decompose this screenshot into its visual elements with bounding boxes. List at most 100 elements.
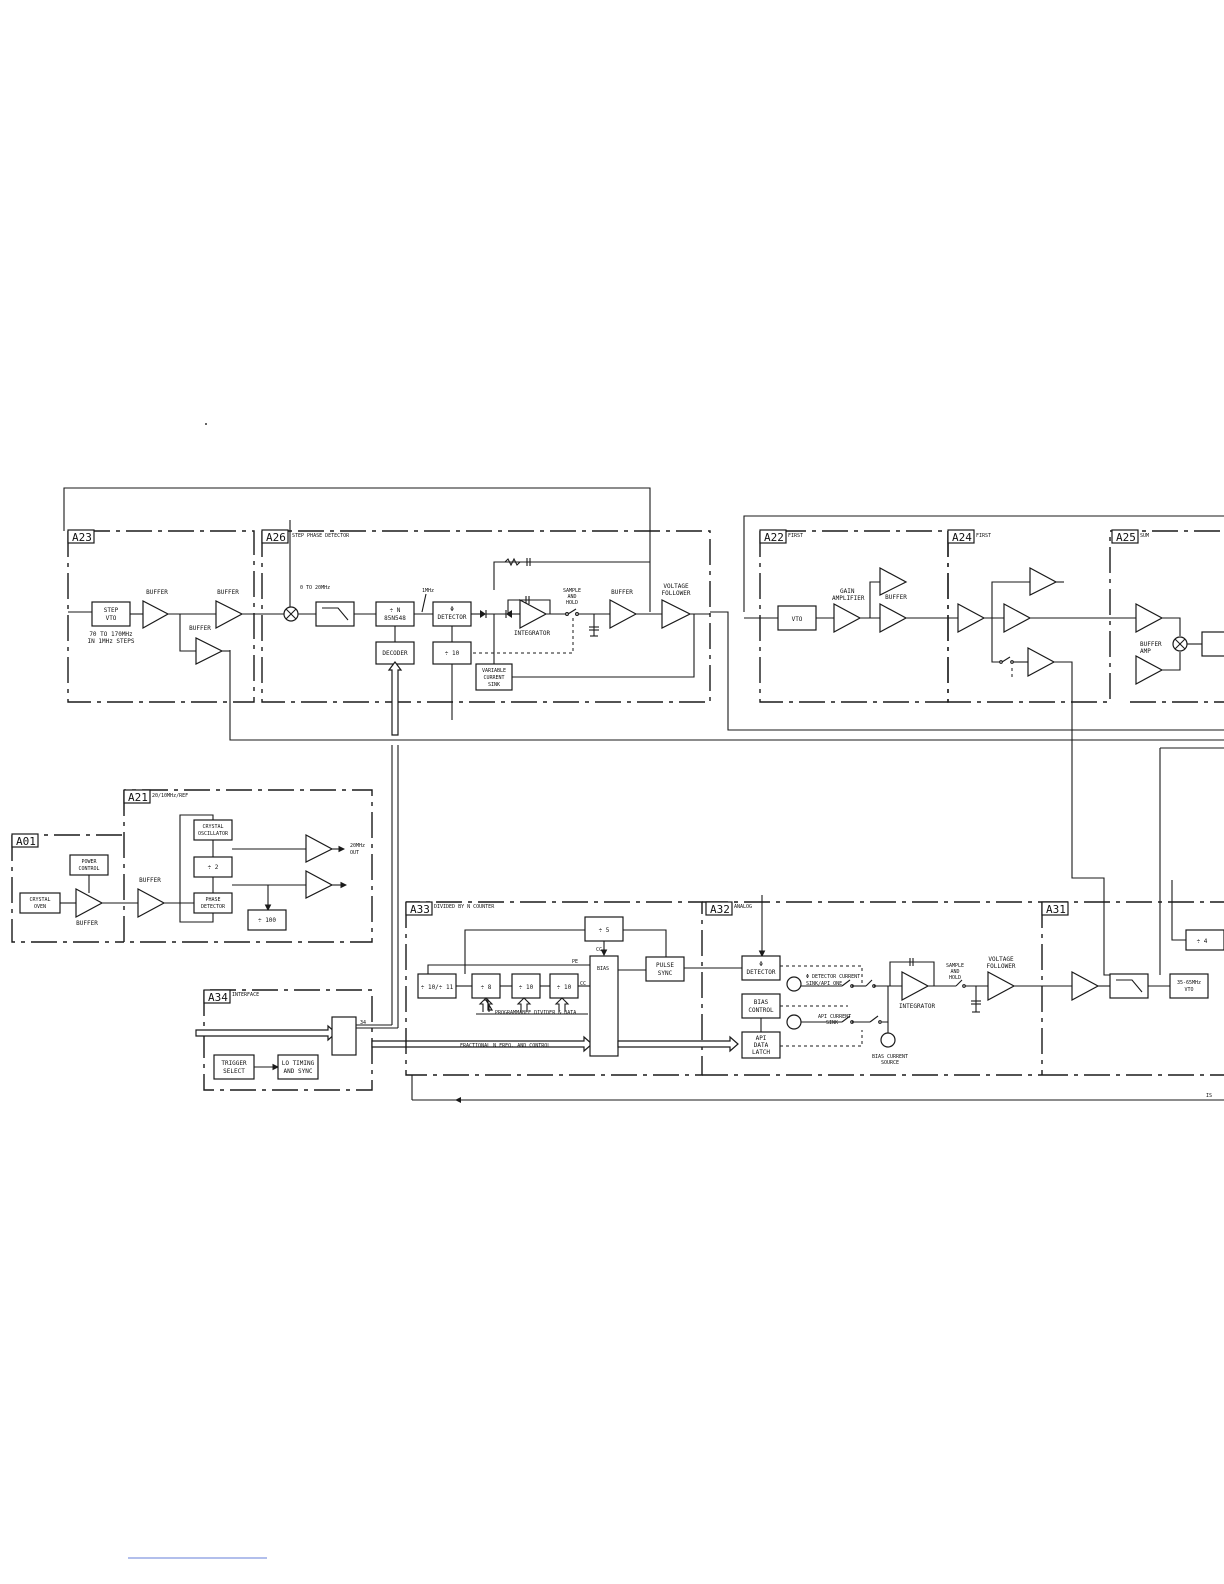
svg-text:BUFFER: BUFFER — [611, 589, 633, 596]
svg-text:÷ 8: ÷ 8 — [481, 984, 492, 991]
current-source — [786, 1014, 802, 1030]
svg-text:÷ 10: ÷ 10 — [519, 984, 534, 991]
vto-block — [777, 605, 817, 631]
assembly-a32: A32 ANALOG Φ DETECTOR BIAS CONTROL API D… — [702, 895, 1072, 1076]
svg-text:INTERFACE: INTERFACE — [232, 992, 259, 998]
buffer-amp — [195, 637, 224, 665]
buffer-amp — [215, 600, 244, 630]
svg-text:CURRENT: CURRENT — [483, 675, 504, 681]
bias-current-source — [880, 1032, 896, 1048]
svg-text:HOLD: HOLD — [566, 600, 578, 606]
buffer-amp — [879, 602, 908, 634]
svg-text:PULSE: PULSE — [656, 962, 674, 969]
assembly-a23: A23 STEP VTO 70 TO 170MHz IN 1MHz STEPS … — [67, 529, 255, 703]
assembly-a34: A34 INTERFACE TRIGGER SELECT LO TIMING A… — [195, 989, 593, 1091]
bias-control-block — [741, 993, 781, 1019]
svg-text:FOLLOWER: FOLLOWER — [662, 590, 691, 597]
svg-text:DECODER: DECODER — [382, 650, 408, 657]
svg-text:÷ 4: ÷ 4 — [1197, 938, 1208, 945]
buffer-amp — [609, 598, 638, 630]
svg-text:1MHz: 1MHz — [422, 588, 434, 594]
integrator-amp — [519, 598, 548, 630]
svg-text:Φ DETECTOR CURRENT: Φ DETECTOR CURRENT — [806, 974, 860, 980]
current-source — [786, 976, 802, 992]
svg-text:SOURCE: SOURCE — [881, 1060, 899, 1066]
assembly-a25: A25 SUM BUFFER AMP — [1110, 529, 1224, 703]
buffer-amp — [75, 887, 104, 919]
svg-text:BUFFER: BUFFER — [139, 877, 161, 884]
svg-text:LATCH: LATCH — [752, 1049, 770, 1056]
assembly-a01: A01 POWER CONTROL CRYSTAL OVEN BUFFER BU… — [11, 833, 194, 943]
buffer-amp — [1135, 602, 1164, 634]
svg-text:Φ: Φ — [759, 961, 763, 968]
vto-35-65-block — [1169, 973, 1209, 999]
svg-text:VTO: VTO — [1184, 987, 1193, 993]
svg-text:SINK: SINK — [826, 1020, 838, 1026]
svg-text:PHASE: PHASE — [205, 897, 220, 903]
svg-text:AND: AND — [950, 969, 959, 975]
svg-text:API: API — [756, 1035, 767, 1042]
svg-text:A34: A34 — [208, 991, 228, 1004]
assembly-a22: A22 FIRST VTO GAIN AMPLIFIER BUFFER — [743, 515, 1224, 703]
svg-text:35-65MHz: 35-65MHz — [1177, 980, 1201, 986]
svg-text:INTEGRATOR: INTEGRATOR — [899, 1003, 936, 1010]
phase-detector-block — [193, 892, 233, 914]
svg-text:34: 34 — [360, 1020, 366, 1026]
svg-text:DETECTOR: DETECTOR — [201, 904, 226, 910]
svg-text:÷ 10: ÷ 10 — [445, 650, 460, 657]
svg-text:AMPLIFIER: AMPLIFIER — [832, 595, 865, 602]
svg-text:20/10MHz/REF: 20/10MHz/REF — [152, 793, 188, 799]
assembly-a31: A31 35-65MHz VTO ÷ 4 IS — [1041, 901, 1224, 1099]
crystal-oscillator-block — [193, 819, 233, 841]
assembly-a21: A21 20/10MHz/REF CRYSTAL OSCILLATOR ÷ 2 … — [123, 789, 373, 943]
svg-text:SUM: SUM — [1140, 533, 1149, 539]
svg-text:Φ: Φ — [450, 606, 454, 613]
assembly-a26: A26 STEP PHASE DETECTOR 0 TO 20MHz ÷ N 8… — [242, 529, 711, 736]
svg-text:70 TO 170MHz: 70 TO 170MHz — [89, 631, 133, 638]
svg-text:BUFFER: BUFFER — [217, 589, 239, 596]
svg-text:PE: PE — [572, 959, 578, 965]
step-vto-block — [91, 601, 131, 627]
svg-text:A26: A26 — [266, 531, 286, 544]
svg-text:DETECTOR: DETECTOR — [747, 969, 776, 976]
buffer-amp — [142, 600, 170, 630]
svg-text:÷ 10: ÷ 10 — [557, 984, 572, 991]
svg-text:÷ N: ÷ N — [390, 607, 401, 614]
buffer-amp — [1135, 654, 1164, 686]
lowpass-filter — [1109, 973, 1149, 999]
svg-text:INTEGRATOR: INTEGRATOR — [514, 630, 551, 637]
scan-speck — [205, 423, 207, 425]
svg-text:VOLTAGE: VOLTAGE — [988, 956, 1014, 963]
lowpass-filter — [315, 601, 355, 627]
svg-text:A22: A22 — [764, 531, 784, 544]
svg-text:÷ 10/÷ 11: ÷ 10/÷ 11 — [421, 984, 454, 991]
gain-amplifier — [833, 602, 862, 634]
svg-text:SINK: SINK — [488, 682, 500, 688]
svg-text:SINK/API ONE: SINK/API ONE — [806, 981, 842, 987]
svg-text:BUFFER: BUFFER — [76, 920, 98, 927]
svg-text:20MHz: 20MHz — [350, 843, 365, 849]
svg-text:BIAS CURRENT: BIAS CURRENT — [872, 1054, 908, 1060]
svg-text:FIRST: FIRST — [976, 533, 991, 539]
assembly-a33: A33 DIVIDED BY N COUNTER ÷ 5 CC ÷ 10/÷ 1… — [405, 901, 742, 1076]
svg-text:API CURRENT: API CURRENT — [818, 1014, 851, 1020]
interface-block — [331, 1016, 357, 1056]
counter-control-block — [589, 955, 619, 1057]
svg-text:CRYSTAL: CRYSTAL — [29, 897, 50, 903]
svg-text:CRYSTAL: CRYSTAL — [202, 824, 223, 830]
svg-text:A24: A24 — [952, 531, 972, 544]
svg-text:A21: A21 — [128, 791, 148, 804]
phase-detector-block — [741, 955, 781, 981]
buffer-amp — [1029, 566, 1058, 596]
svg-text:SELECT: SELECT — [223, 1068, 245, 1075]
svg-text:IN 1MHz STEPS: IN 1MHz STEPS — [88, 638, 135, 645]
diode — [506, 610, 512, 618]
buffer-amp — [137, 887, 166, 919]
svg-text:CONTROL: CONTROL — [748, 1007, 774, 1014]
svg-text:A33: A33 — [410, 903, 430, 916]
svg-text:LO TIMING: LO TIMING — [282, 1060, 315, 1067]
crystal-oven-block — [19, 892, 61, 914]
svg-text:85N548: 85N548 — [384, 615, 406, 622]
svg-text:IS: IS — [1206, 1093, 1212, 1099]
buffer-amp — [305, 833, 334, 863]
